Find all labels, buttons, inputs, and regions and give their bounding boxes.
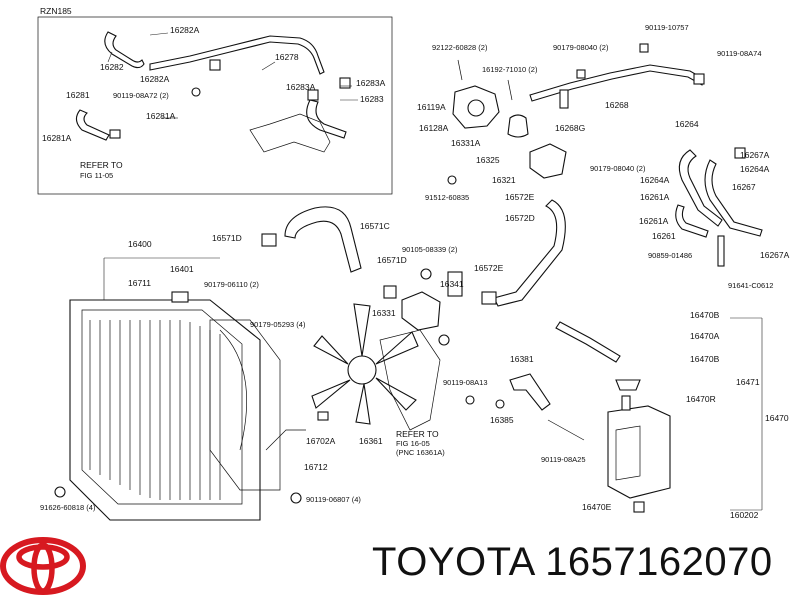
brand-name: TOYOTA bbox=[372, 540, 534, 584]
part-callout: 16572E bbox=[505, 192, 535, 202]
part-callout: 91626-60818 (4) bbox=[40, 503, 96, 512]
part-callout: 16470R bbox=[686, 394, 716, 404]
part-callout: FIG 16-05 bbox=[396, 439, 430, 448]
part-callout: 160202 bbox=[730, 510, 759, 520]
part-callout: 90119-06807 (4) bbox=[306, 495, 361, 504]
part-callout: 16283A bbox=[356, 78, 386, 88]
part-callout: 16381 bbox=[510, 354, 534, 364]
part-callout: 16267 bbox=[732, 182, 756, 192]
part-callout: REFER TO bbox=[80, 160, 123, 170]
part-callout: 90179-08040 (2) bbox=[553, 43, 609, 52]
part-callout: 16470B bbox=[690, 310, 720, 320]
part-callout: 16470A bbox=[690, 331, 720, 341]
part-callout: 16400 bbox=[128, 239, 152, 249]
part-callout: 90119-08A25 bbox=[541, 455, 585, 464]
reservoir-tank bbox=[555, 321, 671, 513]
bracket bbox=[465, 373, 585, 441]
part-callout: 16470B bbox=[690, 354, 720, 364]
part-callout: 16283A bbox=[286, 82, 316, 92]
part-callout: 16267A bbox=[760, 250, 790, 260]
part-callout: 90105-08339 (2) bbox=[402, 245, 458, 254]
right-leader-bracket bbox=[730, 317, 763, 511]
part-callout: 90119-10757 bbox=[645, 23, 689, 32]
heater-hoses-group bbox=[675, 147, 763, 267]
part-callout: 16702A bbox=[306, 436, 336, 446]
inlet-hose-group bbox=[261, 143, 567, 331]
part-callout: 16572D bbox=[505, 213, 535, 223]
part-number: 1657162070 bbox=[545, 540, 773, 584]
part-callout: 91641-C0612 bbox=[728, 281, 773, 290]
part-callout: 90179-08040 (2) bbox=[590, 164, 646, 173]
part-callout: 16470 bbox=[765, 413, 789, 423]
part-callout: 16281 bbox=[66, 90, 90, 100]
part-callout: 16268 bbox=[605, 100, 629, 110]
part-callout: 16571D bbox=[377, 255, 407, 265]
part-callout: 16331A bbox=[451, 138, 481, 148]
part-callout: 16471 bbox=[736, 377, 760, 387]
part-callout: 16341 bbox=[440, 279, 464, 289]
part-callout: 16261A bbox=[640, 192, 670, 202]
part-callout: 90859-01486 bbox=[648, 251, 692, 260]
small-parts bbox=[54, 87, 463, 504]
part-callout: 90179-05293 (4) bbox=[250, 320, 306, 329]
part-callout: 16281A bbox=[42, 133, 72, 143]
part-callout: 16264 bbox=[675, 119, 699, 129]
part-callout: 16470E bbox=[582, 502, 612, 512]
part-callout: 16261A bbox=[639, 216, 669, 226]
part-callout: 16119A bbox=[417, 102, 446, 112]
toyota-logo-icon bbox=[0, 537, 86, 595]
part-callout: 16283 bbox=[360, 94, 384, 104]
part-callout: 91512-60835 bbox=[425, 193, 469, 202]
part-callout: 16261 bbox=[652, 231, 676, 241]
part-callout: 16571D bbox=[212, 233, 242, 243]
part-callout: 16264A bbox=[640, 175, 670, 185]
part-callout: 90119-08A74 bbox=[717, 49, 761, 58]
part-callout: 16325 bbox=[476, 155, 500, 165]
radiator bbox=[69, 257, 261, 521]
part-callout: 16401 bbox=[170, 264, 194, 274]
part-callout: FIG 11-05 bbox=[80, 171, 113, 180]
part-callout: 92122-60828 (2) bbox=[432, 43, 488, 52]
cooling-fan bbox=[311, 303, 441, 431]
fan-shroud bbox=[209, 319, 281, 491]
part-callout: 16361 bbox=[359, 436, 383, 446]
part-callout: REFER TO bbox=[396, 429, 439, 439]
part-callout: 16331 bbox=[372, 308, 396, 318]
part-callout: 16267A bbox=[740, 150, 770, 160]
part-callout: 16711 bbox=[128, 278, 151, 288]
part-callout: 16571C bbox=[360, 221, 390, 231]
part-callout: 16278 bbox=[275, 52, 299, 62]
part-callout: 16321 bbox=[492, 175, 516, 185]
part-callout: 16268G bbox=[555, 123, 585, 133]
part-callout: 16282A bbox=[170, 25, 200, 35]
brand-part-number: TOYOTA 1657162070 bbox=[372, 540, 773, 585]
water-outlet-group bbox=[452, 43, 705, 138]
part-callout: 16264A bbox=[740, 164, 770, 174]
inset-box: RZN185 bbox=[37, 6, 393, 195]
part-callout: 16128A bbox=[419, 123, 449, 133]
ref-code-label: RZN185 bbox=[40, 6, 72, 16]
part-callout: 16282 bbox=[100, 62, 124, 72]
part-callout: (PNC 16361A) bbox=[396, 448, 445, 457]
part-callout: 16712 bbox=[304, 462, 328, 472]
callout-labels: 16282A 16278 16282 16282A 16281 90119-08A72 (… bbox=[40, 23, 790, 520]
part-callout: 16572E bbox=[474, 263, 504, 273]
part-callout: 16192-71010 (2) bbox=[482, 65, 538, 74]
part-callout: 90119-08A72 (2) bbox=[113, 91, 169, 100]
part-callout: 16282A bbox=[140, 74, 170, 84]
part-callout: 16281A bbox=[146, 111, 176, 121]
part-callout: 16385 bbox=[490, 415, 514, 425]
part-callout: 90119-08A13 bbox=[443, 378, 487, 387]
part-callout: 90179-06110 (2) bbox=[204, 280, 259, 289]
